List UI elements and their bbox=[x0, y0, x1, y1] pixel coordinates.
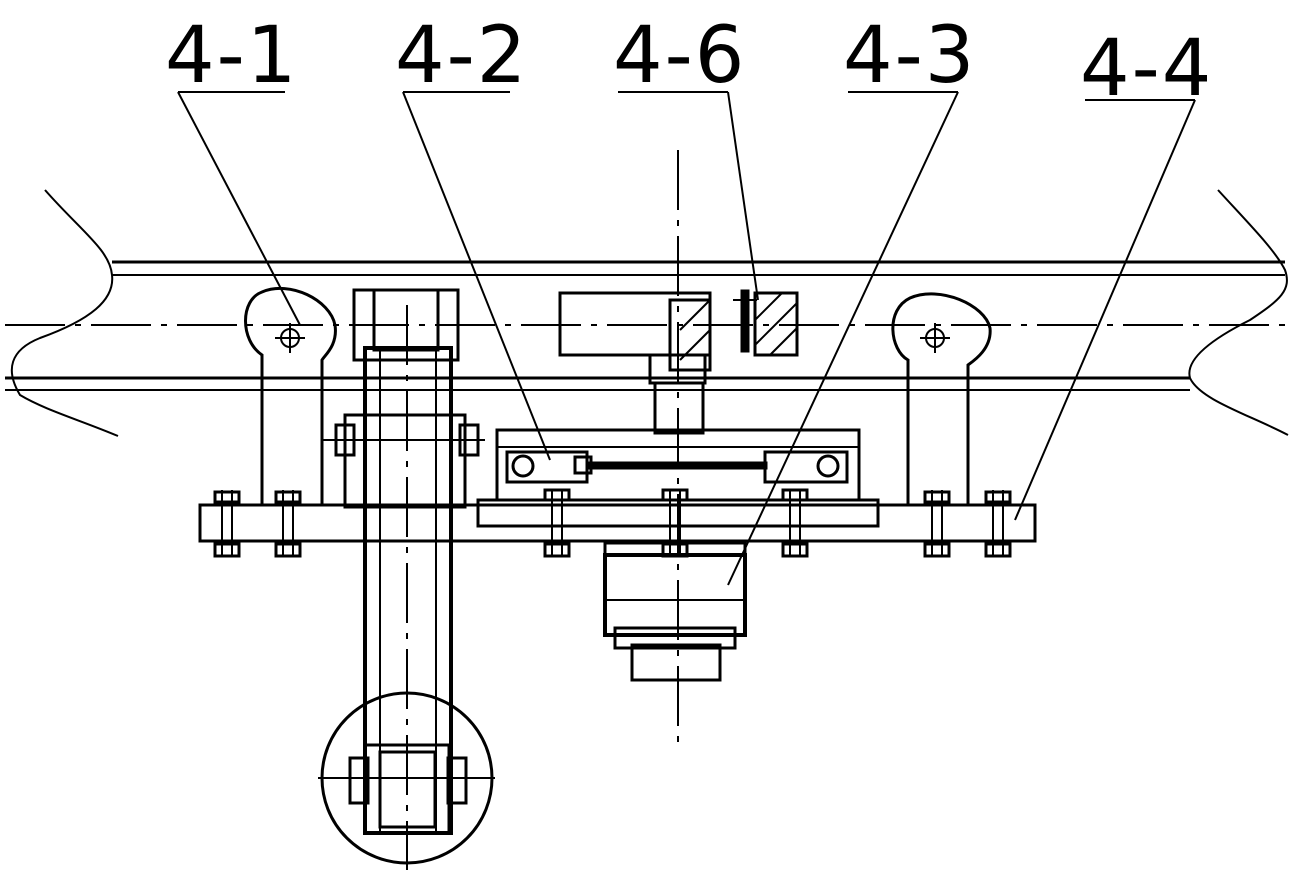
bolt-head bbox=[213, 490, 241, 504]
label-text-4-2: 4-2 bbox=[395, 11, 528, 101]
bolt-nut bbox=[781, 542, 809, 558]
part-label-4-1: 4-1 bbox=[165, 11, 298, 101]
arm-side-bracket bbox=[343, 413, 467, 509]
label-text-4-1: 4-1 bbox=[165, 11, 298, 101]
bolt-nut bbox=[213, 542, 241, 558]
slide-right-pin bbox=[816, 454, 840, 478]
hanging-arm bbox=[318, 288, 495, 870]
bolt-nut bbox=[923, 542, 951, 558]
right-lug-body bbox=[891, 292, 992, 505]
roller-axle-right bbox=[446, 756, 468, 805]
bolt-head bbox=[274, 490, 302, 504]
right-break-line bbox=[1188, 189, 1289, 436]
leader-lines bbox=[177, 91, 1196, 586]
bolt-head bbox=[923, 490, 951, 504]
part-label-4-4: 4-4 bbox=[1080, 24, 1211, 114]
left-lug-body bbox=[244, 286, 337, 505]
motor bbox=[603, 541, 747, 682]
base-plate bbox=[198, 498, 1037, 543]
base-plate-outline bbox=[198, 503, 1037, 543]
clamp-screw bbox=[740, 289, 750, 353]
bolt bbox=[213, 490, 241, 558]
part-label-4-6: 4-6 bbox=[613, 11, 746, 101]
part-label-4-2: 4-2 bbox=[395, 11, 528, 101]
bolt-nut bbox=[274, 542, 302, 558]
slide-left-pin bbox=[511, 454, 535, 478]
left-lug bbox=[244, 286, 337, 505]
main-beam bbox=[5, 189, 1290, 437]
roller-axle-left bbox=[348, 756, 370, 805]
bolt bbox=[274, 490, 302, 558]
hatch bbox=[679, 299, 711, 331]
clamp-hatched-block bbox=[753, 291, 799, 357]
hatch bbox=[769, 327, 798, 356]
motor-end-cap bbox=[613, 626, 737, 650]
clamp-block-jaw bbox=[668, 298, 712, 372]
bolt bbox=[923, 490, 951, 558]
right-lug bbox=[891, 292, 992, 505]
motor-body bbox=[603, 553, 747, 637]
leader-4-1 bbox=[177, 91, 301, 326]
leader-4-6 bbox=[727, 91, 759, 301]
bolt bbox=[984, 490, 1012, 558]
bolt-head bbox=[984, 490, 1012, 504]
bolt-nut bbox=[984, 542, 1012, 558]
hatch bbox=[754, 302, 798, 346]
slide-left-clip bbox=[573, 455, 593, 475]
leader-4-4 bbox=[1014, 99, 1196, 521]
motor-shaft-housing bbox=[630, 643, 722, 682]
label-text-4-6: 4-6 bbox=[613, 11, 746, 101]
bolt-nut bbox=[543, 542, 571, 558]
leader-4-3 bbox=[727, 91, 959, 586]
hatch bbox=[754, 292, 783, 321]
left-break-line bbox=[10, 189, 119, 437]
label-text-4-3: 4-3 bbox=[843, 11, 976, 101]
part-label-4-3: 4-3 bbox=[843, 11, 976, 101]
